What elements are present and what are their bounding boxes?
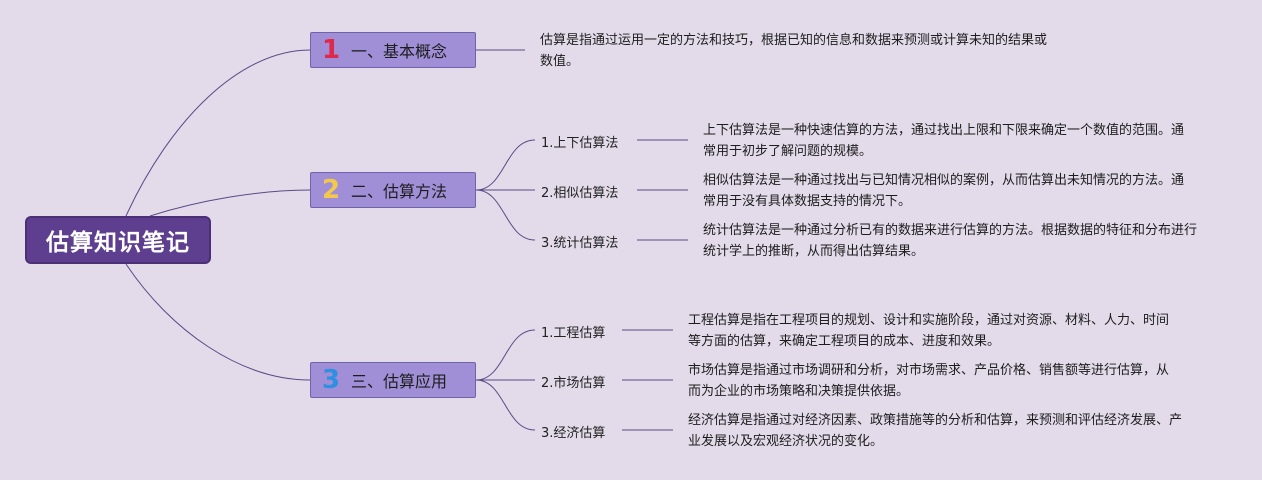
sub-node-description: 工程估算是指在工程项目的规划、设计和实施阶段，通过对资源、材料、人力、时间等方面… [688, 313, 1170, 349]
sub-node-description: 相似估算法是一种通过找出与已知情况相似的案例，从而估算出未知情况的方法。通常用于… [703, 173, 1185, 209]
sub-node-description: 统计估算法是一种通过分析已有的数据来进行估算的方法。根据数据的特征和分布进行统计… [703, 223, 1198, 259]
sub-node-description: 经济估算是指通过对经济因素、政策措施等的分析和估算，来预测和评估经济发展、产业发… [688, 413, 1183, 449]
branch-label: 一、基本概念 [351, 42, 448, 61]
connector-root-branch-1 [125, 49, 311, 217]
sub-node-statistical-method[interactable]: 3.统计估算法 [541, 236, 619, 251]
root-title: 估算知识笔记 [46, 230, 190, 256]
branch-label: 二、估算方法 [351, 182, 448, 201]
branch-1-description: 估算是指通过运用一定的方法和技巧，根据已知的信息和数据来预测或计算未知的结果或数… [540, 33, 1048, 69]
sub-node-description: 市场估算是指通过市场调研和分析，对市场需求、产品价格、销售额等进行估算，从而为企… [688, 363, 1170, 399]
sub-node-engineering-estimate[interactable]: 1.工程估算 [541, 326, 606, 341]
sub-node-upper-lower-method[interactable]: 1.上下估算法 [541, 136, 619, 151]
connector-root-branch-2 [149, 189, 311, 217]
connector-branch-3-sub-1 [475, 329, 536, 381]
sub-node-similar-method[interactable]: 2.相似估算法 [541, 186, 619, 201]
branch-node-basic-concept[interactable]: 1 一、基本概念 [310, 32, 476, 68]
branch-label: 三、估算应用 [351, 372, 448, 391]
branch-node-estimation-applications[interactable]: 3 三、估算应用 [310, 362, 476, 398]
number-2-icon: 2 [321, 175, 341, 205]
connector-branch-2-sub-3 [475, 189, 536, 241]
number-1-icon: 1 [321, 35, 341, 65]
sub-node-market-estimate[interactable]: 2.市场估算 [541, 376, 606, 391]
sub-node-economic-estimate[interactable]: 3.经济估算 [541, 426, 606, 441]
connector-branch-2-sub-1 [475, 139, 536, 191]
connector-root-branch-3 [125, 263, 311, 381]
number-3-icon: 3 [321, 365, 341, 395]
branch-node-estimation-methods[interactable]: 2 二、估算方法 [310, 172, 476, 208]
root-node[interactable]: 估算知识笔记 [25, 216, 211, 264]
sub-node-description: 上下估算法是一种快速估算的方法，通过找出上限和下限来确定一个数值的范围。通常用于… [703, 123, 1185, 159]
connector-branch-3-sub-3 [475, 379, 536, 431]
